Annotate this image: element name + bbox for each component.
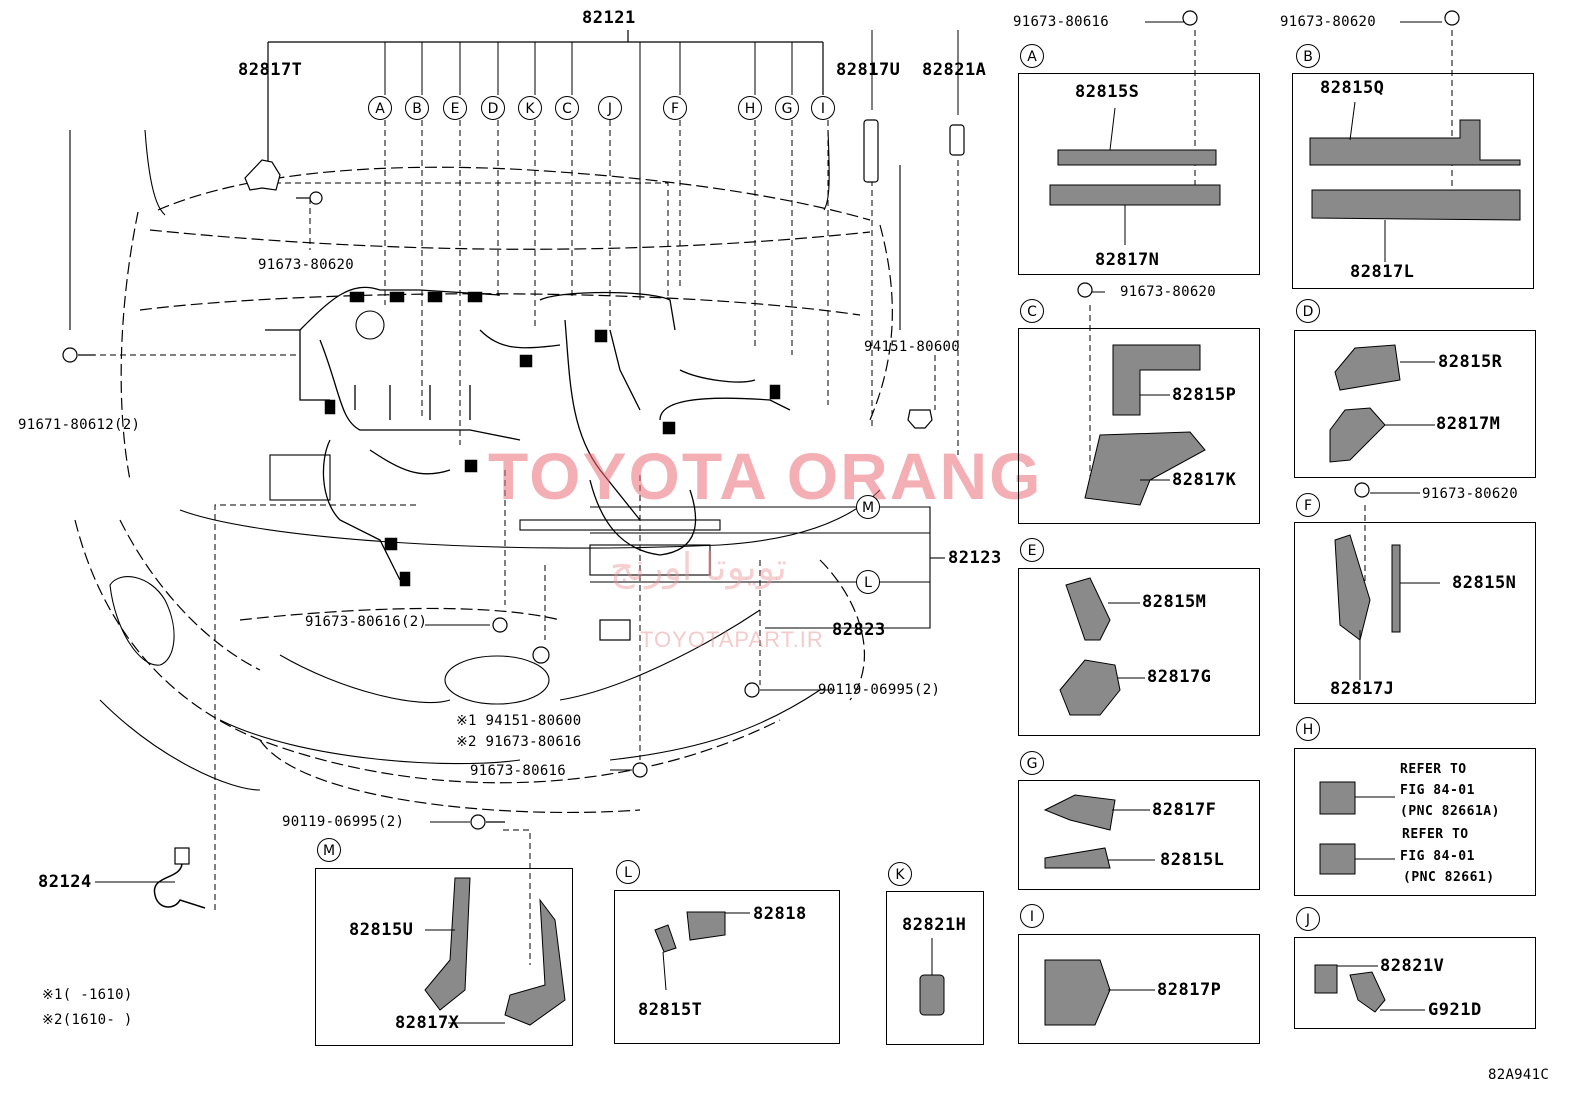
panel-m-part1: 82815U xyxy=(349,920,414,940)
label-bolt-left: 91671-80612(2) xyxy=(18,417,141,433)
panel-d-letter: D xyxy=(1296,299,1320,323)
panel-i-letter: I xyxy=(1020,904,1044,928)
label-bolt-90119-main: 90119-06995(2) xyxy=(818,682,941,698)
panel-f xyxy=(1294,522,1536,704)
panel-f-letter: F xyxy=(1296,493,1320,517)
panel-c-part2: 82817K xyxy=(1172,470,1237,490)
callout-g: G xyxy=(775,96,799,120)
label-82823: 82823 xyxy=(832,620,886,640)
label-82817u: 82817U xyxy=(836,60,901,80)
panel-g-part2: 82815L xyxy=(1160,850,1225,870)
panel-e-letter: E xyxy=(1020,538,1044,562)
panel-e xyxy=(1018,568,1260,736)
panel-b-letter: B xyxy=(1296,44,1320,68)
panel-e-part1: 82815M xyxy=(1142,592,1207,612)
panel-a-part1: 82815S xyxy=(1075,82,1140,102)
label-bolt-top: 91673-80620 xyxy=(258,257,355,273)
panel-m-letter: M xyxy=(317,838,341,862)
callout-c: C xyxy=(555,96,579,120)
label-82817t: 82817T xyxy=(238,60,303,80)
panel-m xyxy=(315,868,573,1046)
panel-c-bolt: 91673-80620 xyxy=(1120,284,1217,300)
label-82123: 82123 xyxy=(948,548,1002,568)
panel-i xyxy=(1018,934,1260,1044)
panel-g xyxy=(1018,780,1260,890)
callout-j: J xyxy=(598,96,622,120)
panel-l-part2: 82815T xyxy=(638,1000,703,1020)
panel-a-part2: 82817N xyxy=(1095,250,1160,270)
label-clip-right: 94151-80600 xyxy=(864,339,961,355)
callout-f: F xyxy=(663,96,687,120)
panel-h-ref1-a: REFER TO xyxy=(1400,762,1467,777)
label-note1: ※1 94151-80600 xyxy=(456,713,582,729)
panel-f-part1: 82815N xyxy=(1452,573,1517,593)
panel-b-bolt: 91673-80620 xyxy=(1280,14,1377,30)
panel-h-ref1-b: FIG 84-01 xyxy=(1400,783,1475,798)
callout-d: D xyxy=(481,96,505,120)
panel-c-letter: C xyxy=(1020,299,1044,323)
footnote-2: ※2(1610- ) xyxy=(42,1012,133,1028)
watermark-sub: TOYOTAPART.IR xyxy=(640,627,824,652)
panel-d xyxy=(1294,330,1536,478)
callout-h: H xyxy=(738,96,762,120)
panel-b-part1: 82815Q xyxy=(1320,78,1385,98)
label-bolt-90119-lower: 90119-06995(2) xyxy=(282,814,405,830)
panel-g-letter: G xyxy=(1020,751,1044,775)
panel-b xyxy=(1292,73,1534,289)
panel-f-part2: 82817J xyxy=(1330,679,1395,699)
footnote-1: ※1( -1610) xyxy=(42,987,133,1003)
panel-d-part1: 82815R xyxy=(1438,352,1503,372)
callout-i: I xyxy=(811,96,835,120)
callout-l: L xyxy=(856,570,880,594)
label-82124: 82124 xyxy=(38,872,92,892)
panel-a-letter: A xyxy=(1020,44,1044,68)
panel-l xyxy=(614,890,840,1044)
panel-h-ref2-b: FIG 84-01 xyxy=(1400,849,1475,864)
panel-k xyxy=(886,891,984,1045)
panel-h-ref2-a: REFER TO xyxy=(1402,827,1469,842)
label-note2: ※2 91673-80616 xyxy=(456,734,582,750)
panel-j xyxy=(1294,937,1536,1029)
callout-a: A xyxy=(368,96,392,120)
panel-c-part1: 82815P xyxy=(1172,385,1237,405)
diagram-id: 82A941C xyxy=(1488,1067,1550,1083)
panel-j-part1: 82821V xyxy=(1380,956,1445,976)
panel-c xyxy=(1018,328,1260,524)
panel-m-part2: 82817X xyxy=(395,1013,460,1033)
panel-h-letter: H xyxy=(1296,717,1320,741)
panel-b-part2: 82817L xyxy=(1350,262,1415,282)
panel-j-part2: G921D xyxy=(1428,1000,1482,1020)
label-82121: 82121 xyxy=(582,8,636,28)
panel-a xyxy=(1018,73,1260,275)
panel-a-bolt: 91673-80616 xyxy=(1013,14,1110,30)
panel-h-ref1-c: (PNC 82661A) xyxy=(1400,804,1500,819)
panel-l-part1: 82818 xyxy=(753,904,807,924)
label-bolt-616-2: 91673-80616(2) xyxy=(305,614,428,630)
callout-m: M xyxy=(856,495,880,519)
panel-k-part1: 82821H xyxy=(902,915,967,935)
panel-e-part2: 82817G xyxy=(1147,667,1212,687)
callout-e: E xyxy=(443,96,467,120)
panel-h xyxy=(1294,748,1536,896)
panel-d-part2: 82817M xyxy=(1436,414,1501,434)
watermark-main: TOYOTA ORANG xyxy=(488,439,1043,513)
panel-j-letter: J xyxy=(1296,907,1320,931)
panel-g-part1: 82817F xyxy=(1152,800,1217,820)
callout-k: K xyxy=(518,96,542,120)
panel-l-letter: L xyxy=(616,860,640,884)
label-82821a: 82821A xyxy=(922,60,987,80)
panel-k-letter: K xyxy=(888,862,912,886)
watermark-arabic: تويوتا اورنج xyxy=(610,545,788,589)
panel-f-bolt: 91673-80620 xyxy=(1422,486,1519,502)
callout-b: B xyxy=(405,96,429,120)
label-bolt-616-bottom: 91673-80616 xyxy=(470,763,567,779)
panel-h-ref2-c: (PNC 82661) xyxy=(1403,870,1495,885)
panel-i-part1: 82817P xyxy=(1157,980,1222,1000)
